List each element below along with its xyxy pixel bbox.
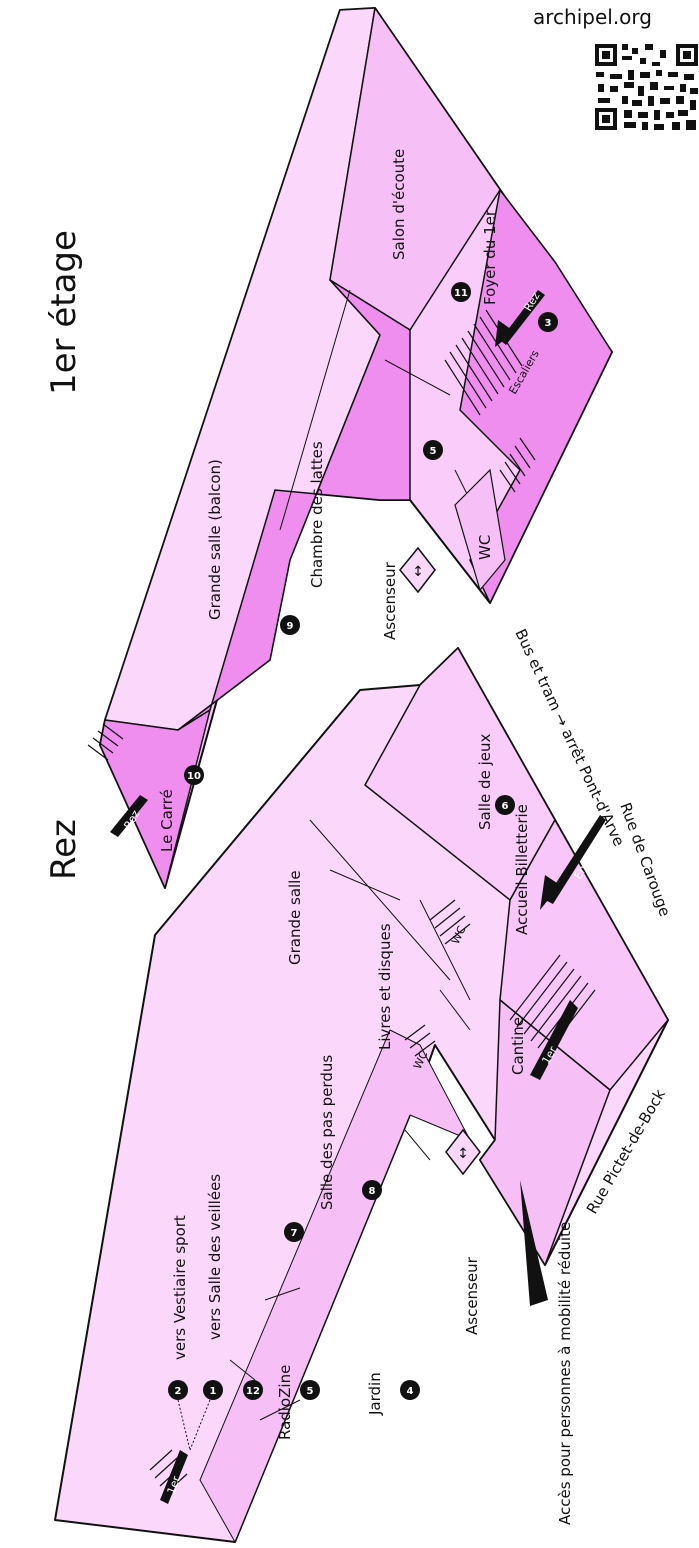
room-accueil <box>499 819 669 1091</box>
svg-text:1: 1 <box>210 1386 217 1397</box>
label-foyer: Foyer du 1er <box>481 209 499 305</box>
marker-9: 9 <box>280 615 300 635</box>
marker-7: 7 <box>284 1222 304 1242</box>
label-jardin: Jardin <box>366 1372 384 1416</box>
stairs-floor1-lower <box>499 437 536 493</box>
svg-text:5: 5 <box>307 1386 314 1397</box>
stairs-wc2 <box>404 1024 436 1057</box>
elevator-floor1 <box>399 546 436 594</box>
label-salle-de-jeux: Salle de jeux <box>476 734 494 830</box>
label-1er-left: 1er <box>165 1474 184 1496</box>
svg-text:9: 9 <box>287 621 294 632</box>
svg-text:12: 12 <box>246 1386 260 1397</box>
label-grande-salle: Grande salle <box>286 870 304 965</box>
label-ascenseur-ground: Ascenseur <box>463 1256 481 1335</box>
entree-arrow <box>545 815 606 904</box>
marker-5-ground: 5 <box>300 1380 320 1400</box>
room-cantine <box>479 999 611 1266</box>
svg-text:8: 8 <box>369 1186 376 1197</box>
label-le-carre: Le Carré <box>158 789 176 852</box>
website-url[interactable]: archipel.org <box>533 5 652 29</box>
ground-floor-plan <box>54 647 669 1543</box>
acces-arrow <box>520 1180 548 1306</box>
svg-text:7: 7 <box>291 1228 298 1239</box>
arrow-1er-left <box>160 1450 188 1504</box>
label-ascenseur-floor1: Ascenseur <box>381 561 399 640</box>
marker-12: 12 <box>243 1380 263 1400</box>
room-wc-floor1 <box>454 468 506 592</box>
label-vestiaire: vers Vestiaire sport <box>171 1215 189 1360</box>
label-salon: Salon d'écoute <box>390 149 408 260</box>
room-le-carre <box>99 709 211 889</box>
label-grande-salle-balcon: Grande salle (balcon) <box>206 459 224 620</box>
svg-text:11: 11 <box>454 288 468 299</box>
svg-text:5: 5 <box>430 446 437 457</box>
label-livres: Livres et disques <box>376 923 394 1050</box>
svg-text:4: 4 <box>407 1386 414 1397</box>
elevator-floor1-icon: ↕ <box>412 564 424 580</box>
qr-code-icon <box>590 40 699 133</box>
elevator-ground <box>445 1128 481 1176</box>
label-acces: Accès pour personnes à mobilité réduite <box>556 1222 574 1525</box>
label-veillees: vers Salle des veillées <box>206 1174 224 1340</box>
marker-1: 1 <box>203 1380 223 1400</box>
room-salle-de-jeux <box>364 647 556 901</box>
marker-6: 6 <box>495 795 515 815</box>
marker-5-floor1: 5 <box>423 440 443 460</box>
label-cantine: Cantine <box>509 1017 527 1075</box>
stairs-floor1-right <box>444 309 523 416</box>
marker-4: 4 <box>400 1380 420 1400</box>
marker-3: 3 <box>538 312 558 332</box>
ground-title: Rez <box>44 819 84 880</box>
marker-2: 2 <box>168 1380 188 1400</box>
label-radiozine: RadioZine <box>276 1365 294 1440</box>
floor-1-title: 1er étage <box>44 230 84 395</box>
marker-8: 8 <box>362 1180 382 1200</box>
marker-11: 11 <box>451 282 471 302</box>
label-pas-perdus: Salle des pas perdus <box>318 1055 336 1210</box>
arrow-1er-ground <box>530 1000 578 1080</box>
stairs-wc1 <box>429 899 471 945</box>
svg-text:2: 2 <box>175 1386 182 1397</box>
stairs-floor1-left <box>87 723 124 761</box>
label-chambre: Chambre des lattes <box>308 441 326 588</box>
label-wc-floor1: WC <box>476 535 494 560</box>
svg-text:10: 10 <box>187 771 201 782</box>
marker-10: 10 <box>184 765 204 785</box>
street-rue-de-carouge: Rue de Carouge <box>616 800 674 919</box>
elevator-ground-icon: ↕ <box>457 1146 469 1162</box>
svg-text:6: 6 <box>502 801 509 812</box>
entree-arrow-head <box>540 875 560 910</box>
floor-1-plan <box>99 7 613 889</box>
svg-text:3: 3 <box>545 318 552 329</box>
label-accueil: Accueil Billetterie <box>513 804 531 935</box>
